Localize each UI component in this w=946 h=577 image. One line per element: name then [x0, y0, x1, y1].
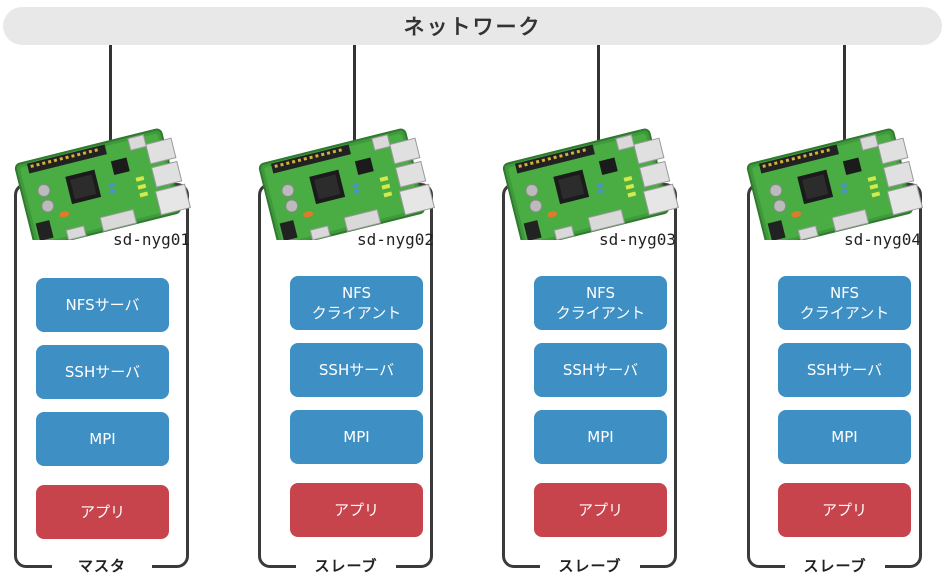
- network-link-4: [843, 45, 846, 145]
- node-hostname: sd-nyg02: [356, 230, 434, 249]
- service-box-nfs: NFS クライアント: [290, 276, 423, 330]
- node-role-label: スレーブ: [296, 555, 396, 577]
- network-link-2: [353, 45, 356, 145]
- node-role-label: スレーブ: [540, 555, 640, 577]
- network-link-3: [597, 45, 600, 145]
- app-box: アプリ: [534, 483, 667, 537]
- app-box: アプリ: [36, 485, 169, 539]
- raspberry-pi-board-icon: [746, 105, 931, 249]
- app-box: アプリ: [778, 483, 911, 537]
- network-link-1: [109, 45, 112, 145]
- node-hostname: sd-nyg03: [598, 230, 676, 249]
- service-box-ssh: SSHサーバ: [290, 343, 423, 397]
- service-box-mpi: MPI: [778, 410, 911, 464]
- service-box-nfs: NFSサーバ: [36, 278, 169, 332]
- node-hostname: sd-nyg01: [112, 230, 190, 249]
- app-box: アプリ: [290, 483, 423, 537]
- service-box-mpi: MPI: [36, 412, 169, 466]
- service-box-ssh: SSHサーバ: [534, 343, 667, 397]
- service-box-nfs: NFS クライアント: [778, 276, 911, 330]
- service-box-mpi: MPI: [290, 410, 423, 464]
- node-role-label: スレーブ: [785, 555, 885, 577]
- node-hostname: sd-nyg04: [843, 230, 921, 249]
- network-label: ネットワーク: [403, 15, 542, 39]
- service-box-mpi: MPI: [534, 410, 667, 464]
- raspberry-pi-board-icon: [14, 105, 199, 249]
- service-box-nfs: NFS クライアント: [534, 276, 667, 330]
- network-bar: ネットワーク: [3, 7, 942, 45]
- service-box-ssh: SSHサーバ: [778, 343, 911, 397]
- service-box-ssh: SSHサーバ: [36, 345, 169, 399]
- raspberry-pi-board-icon: [258, 105, 443, 249]
- raspberry-pi-board-icon: [502, 105, 687, 249]
- node-role-label: マスタ: [52, 555, 152, 577]
